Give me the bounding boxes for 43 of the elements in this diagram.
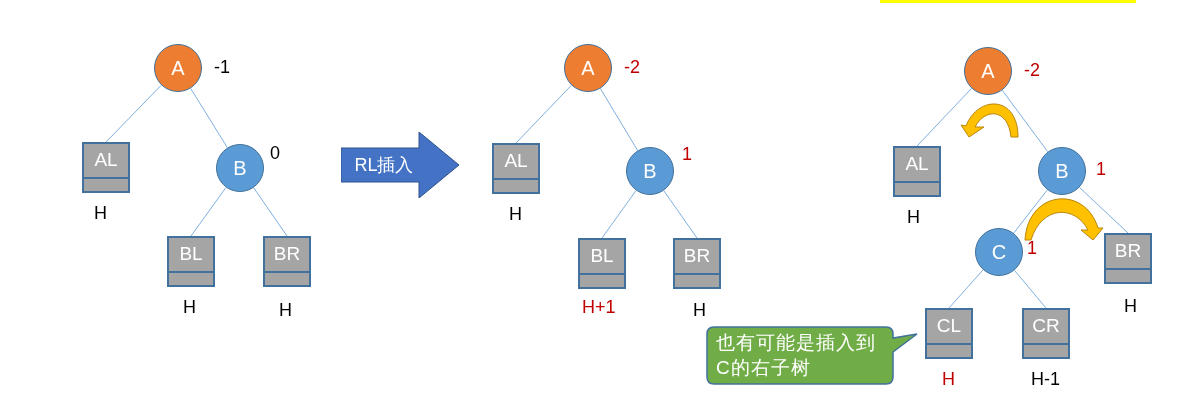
tree-edge (663, 190, 698, 239)
speech-callout: 也有可能是插入到C的右子树 (706, 326, 918, 386)
tree-edge (105, 84, 162, 143)
balance-factor: -2 (624, 56, 640, 78)
tree-edge (190, 186, 227, 237)
subtree-box: CR (1022, 308, 1070, 359)
balance-factor: 0 (270, 142, 280, 164)
height-label: H-1 (1031, 368, 1060, 390)
tree-edge (253, 187, 288, 237)
height-label: H (279, 299, 292, 321)
tree-edge (515, 84, 572, 144)
height-label: H (509, 203, 522, 225)
subtree-box: BR (1104, 233, 1152, 284)
tree-edge (1079, 186, 1129, 234)
tree-edge (1013, 269, 1047, 309)
subtree-box: BL (167, 236, 215, 287)
block-arrow: RL插入 (341, 132, 459, 198)
subtree-box: BL (578, 238, 626, 289)
subtree-box: BR (263, 236, 311, 287)
height-label: H (94, 202, 107, 224)
height-label: H (942, 368, 955, 390)
subtree-box: AL (492, 143, 540, 194)
tree-edge (1013, 189, 1048, 234)
balance-factor: 1 (1027, 237, 1037, 259)
subtree-box: CL (925, 308, 973, 359)
height-label: H (183, 296, 196, 318)
balance-factor: -1 (214, 56, 230, 78)
tree-edge (916, 87, 972, 147)
balance-factor: 1 (1096, 158, 1106, 180)
height-label: H (1124, 295, 1137, 317)
subtree-box: AL (893, 146, 941, 197)
subtree-box: AL (82, 142, 130, 193)
height-label: H+1 (582, 296, 616, 318)
balance-factor: -2 (1024, 59, 1040, 81)
balance-factor: 1 (682, 143, 692, 165)
tree-edge (601, 190, 637, 239)
tree-edge (190, 87, 228, 149)
tree-edge (948, 269, 984, 309)
subtree-box: BR (673, 238, 721, 289)
height-label: H (907, 206, 920, 228)
height-label: H (693, 299, 706, 321)
tree-edge (599, 88, 639, 151)
tree-edge (1001, 89, 1049, 153)
